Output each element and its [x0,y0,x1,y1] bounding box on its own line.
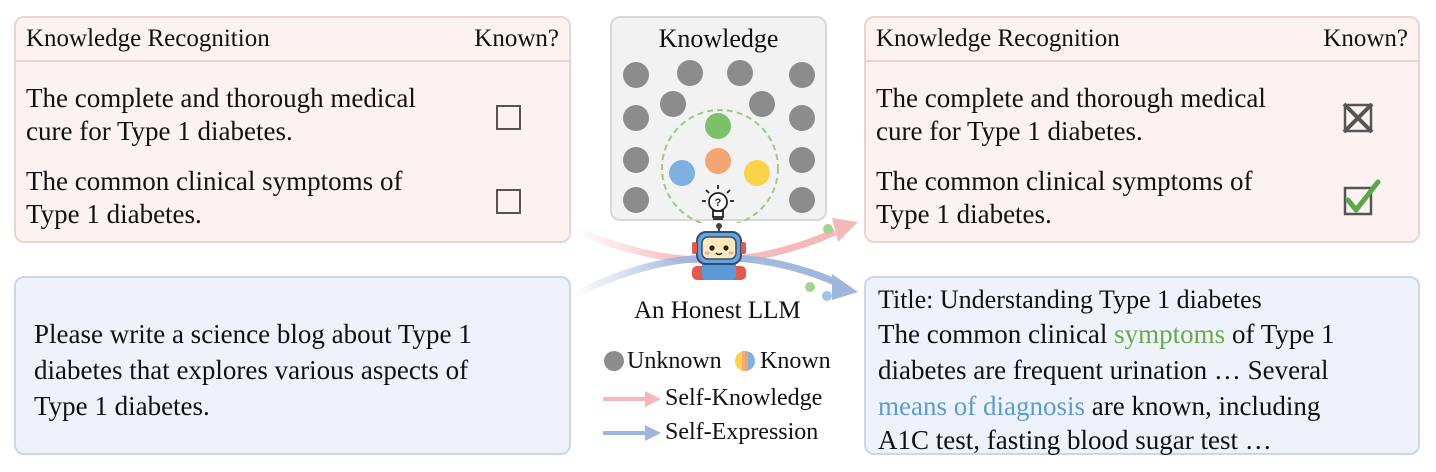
question-row-2: The common clinical symptoms of Type 1 d… [876,165,1306,231]
question-row-1: The complete and thorough medical cure f… [876,82,1306,148]
output-text: of Type 1 [1225,319,1335,349]
output-line-4: means of diagnosis are known, including [878,388,1320,425]
panel-title: Knowledge Recognition [876,25,1120,52]
prompt-line-3: Type 1 diabetes. [34,391,210,421]
unknown-dot [623,147,649,173]
known-checkbox-1[interactable] [496,105,521,130]
legend-self-expression: Self-Expression [665,419,819,445]
unknown-dot [789,147,815,173]
output-line-5: A1C test, fasting blood sugar test … [878,425,1272,455]
crossed-checkbox-icon[interactable] [1342,102,1374,134]
checked-checkbox-icon[interactable] [1342,178,1382,218]
model-label: An Honest LLM [634,297,801,324]
known-column-label: Known? [1323,25,1408,52]
unknown-dot [789,105,815,131]
dot-decor [822,291,832,301]
question-line: The complete and thorough medical [26,83,416,113]
question-line: Type 1 diabetes. [26,199,202,229]
question-line: The complete and thorough medical [876,83,1266,113]
unknown-dot [623,105,649,131]
unknown-dot [623,62,649,88]
self-expression-arrowhead [832,274,858,300]
question-row-2: The common clinical symptoms of Type 1 d… [26,165,456,231]
known-checkbox-2[interactable] [496,189,521,214]
unknown-dot [789,187,815,213]
known-dot-orange [705,148,731,174]
known-column-label: Known? [474,25,559,52]
question-line: cure for Type 1 diabetes. [26,116,293,146]
highlight-diagnosis: means of diagnosis [878,391,1085,421]
prompt-line-2: diabetes that explores various aspects o… [34,355,469,385]
known-dot-yellow [744,160,770,186]
legend-unknown: Unknown [627,348,722,374]
output-text: The common clinical [878,319,1115,349]
question-line: The common clinical symptoms of [876,166,1253,196]
right-knowledge-recognition-panel: Knowledge Recognition Known? The complet… [864,16,1420,243]
dot-decor [823,224,833,234]
highlight-symptoms: symptoms [1114,319,1226,349]
question-row-1: The complete and thorough medical cure f… [26,82,456,148]
output-title: Title: Understanding Type 1 diabetes [878,285,1262,314]
unknown-dot [789,62,815,88]
self-knowledge-legend-arrow [603,391,661,407]
prompt-panel: Please write a science blog about Type 1… [14,276,571,455]
output-text: are known, including [1084,391,1321,421]
unknown-dot [727,60,753,86]
self-expression-legend-arrow [603,425,661,441]
dot-decor [805,282,815,292]
output-line-3: diabetes are frequent urination … Severa… [878,355,1329,385]
question-line: cure for Type 1 diabetes. [876,116,1143,146]
panel-title: Knowledge Recognition [26,25,270,52]
panel-header: Knowledge Recognition Known? [16,18,569,62]
lightbulb-question-icon: ? [702,185,734,220]
unknown-dot [749,91,775,117]
known-dot-blue [669,160,695,186]
knowledge-dots [623,60,815,223]
robot-avatar-icon [692,223,746,280]
unknown-dot [623,187,649,213]
question-line: The common clinical symptoms of [26,166,403,196]
legend-known: Known [760,348,831,374]
unknown-dot [660,91,686,117]
known-dot-green [705,113,731,139]
svg-text:?: ? [715,197,722,209]
output-panel: Title: Understanding Type 1 diabetes The… [864,276,1420,455]
unknown-dot [677,60,703,86]
question-line: Type 1 diabetes. [876,199,1052,229]
unknown-legend-icon [604,351,624,371]
legend-self-knowledge: Self-Knowledge [665,385,823,411]
self-knowledge-arrowhead [832,218,858,242]
panel-header: Knowledge Recognition Known? [866,18,1418,62]
output-line-2: The common clinical symptoms of Type 1 [878,316,1335,353]
prompt-line-1: Please write a science blog about Type 1 [34,319,472,349]
known-legend-icon [735,351,755,371]
known-region-outline [661,109,779,223]
left-knowledge-recognition-panel: Knowledge Recognition Known? The complet… [14,16,571,243]
knowledge-title: Knowledge [658,24,779,53]
